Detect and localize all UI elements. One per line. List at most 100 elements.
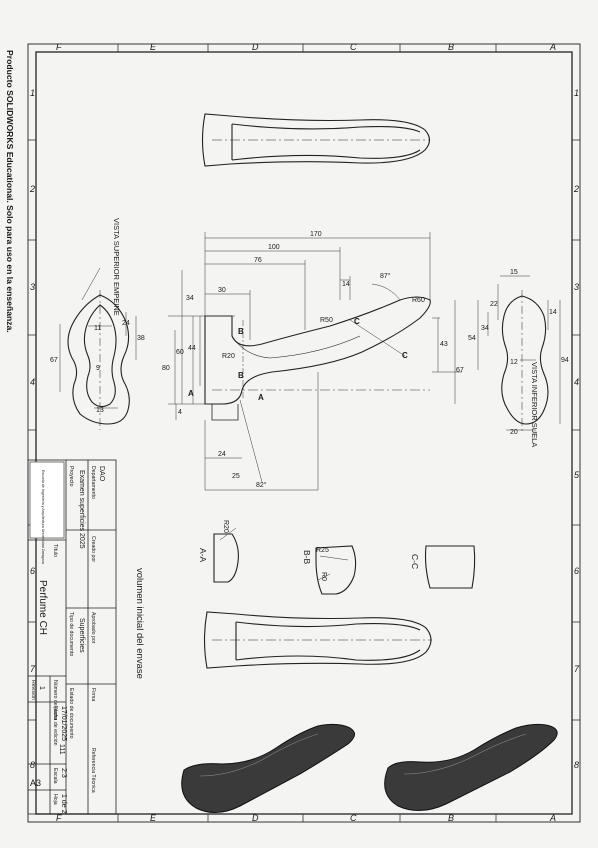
dim-60: 60 [176, 349, 184, 356]
tb-scale: 2:3 [60, 768, 67, 778]
tb-doctype: Superficies [78, 618, 85, 653]
title-block [27, 459, 117, 815]
section-bb-shape [315, 545, 357, 595]
side-dimension-texts: 170 100 76 30 34 44 60 80 14 R50 R20 87°… [162, 231, 464, 489]
dim-76: 76 [254, 257, 262, 264]
tb-docstate-label: Estado de documento [68, 688, 74, 739]
top-view-dim-texts: 11 24 38 9 67 13 [50, 320, 145, 414]
tb-project-label: Proyecto [68, 466, 74, 487]
zone-col-3-left: 3 [30, 282, 35, 292]
zone-row-a-bottom: A [549, 813, 556, 823]
zone-row-f-top: F [56, 42, 62, 52]
top-instep-view [67, 290, 130, 430]
solidworks-watermark: Producto SOLIDWORKS Educational. Solo pa… [5, 50, 15, 333]
rendered-bottles [181, 723, 558, 813]
zone-row-a-top: A [549, 42, 556, 52]
dim-r20: R20 [222, 353, 235, 360]
section-marker-c-top: C [354, 317, 360, 326]
tb-scale-label: Escala [52, 768, 58, 784]
tb-title: Perfume CH [37, 580, 48, 635]
zone-row-b-top: B [448, 42, 454, 52]
dim-87-deg: 87° [380, 272, 391, 280]
zone-col-3-right: 3 [574, 282, 579, 292]
rendered-bottle-2 [384, 723, 558, 811]
dim-80: 80 [162, 365, 170, 372]
zone-row-d-top: D [252, 42, 259, 52]
tb-revision-label: Revisión [30, 680, 36, 700]
outer-frame [27, 43, 581, 823]
section-marker-c-bottom: C [402, 351, 408, 360]
dim-bottom-22: 22 [490, 301, 498, 308]
inner-frame [35, 51, 573, 815]
tb-approved-label: Aprobado por [90, 612, 96, 644]
tb-sheet: 1 de 2 [60, 794, 67, 814]
dim-bottom-14: 14 [549, 309, 557, 316]
dim-section-r0: R0 [320, 572, 327, 581]
rendered-bottle-1 [181, 723, 355, 813]
section-cc-shape [424, 545, 476, 589]
zone-row-e-top: E [150, 42, 157, 52]
zone-col-2-left: 2 [29, 184, 35, 194]
tb-university: Escuela de Ingeniería y Arquitectura Uni… [41, 470, 45, 564]
tb-planno: 111 [58, 744, 65, 755]
zone-row-b-bottom: B [448, 813, 454, 823]
title-block-frame [27, 459, 117, 815]
dim-170: 170 [310, 231, 322, 238]
tb-created-label: Creado por [90, 536, 96, 562]
dim-r50: R50 [320, 317, 333, 324]
section-cc-label: C-C [410, 554, 420, 569]
tb-doctype-label: Tipo de documento [68, 612, 74, 656]
side-dimension-lines [168, 232, 462, 491]
dim-bottom-12: 12 [510, 359, 518, 366]
volume-elevation-view [203, 611, 432, 669]
tb-sheet-label: Hoja [52, 794, 58, 805]
dim-100: 100 [268, 244, 280, 251]
dim-top-24: 24 [122, 320, 130, 327]
dim-top-13: 13 [96, 407, 104, 414]
dim-bottom-54: 54 [468, 335, 476, 342]
bottom-view-dim-texts: 15 22 34 54 14 12 94 20 [468, 269, 569, 436]
dim-bottom-94: 94 [561, 357, 569, 364]
dim-34: 34 [186, 295, 194, 302]
dim-bottom-20: 20 [510, 429, 518, 436]
zone-col-4-right: 4 [574, 377, 579, 387]
section-aa-label: A-A [198, 548, 208, 563]
zone-col-7-right: 7 [574, 664, 580, 674]
zone-col-8-right: 8 [574, 760, 579, 770]
dim-top-38: 38 [137, 335, 145, 342]
zone-row-c-top: C [350, 42, 357, 52]
section-bb-label: B-B [302, 550, 312, 565]
dim-r60: R60 [412, 297, 425, 304]
section-leaders [219, 527, 349, 581]
zone-row-c-bottom: C [350, 813, 357, 823]
dim-30: 30 [218, 287, 226, 294]
zone-col-8-left: 8 [30, 760, 35, 770]
section-marker-a-left: A [188, 389, 194, 398]
dim-25: 25 [232, 473, 240, 480]
zone-col-1-right: 1 [574, 88, 579, 98]
dim-section-r25: R25 [316, 547, 329, 554]
tb-date: 17/01/2025 [60, 706, 67, 741]
tb-date-label: Fecha de edición [52, 706, 58, 746]
zone-col-2-right: 2 [573, 184, 579, 194]
tb-dept: DAO [98, 466, 105, 482]
bottom-view-dim-lines [477, 275, 561, 431]
dim-14: 14 [342, 281, 350, 288]
zone-row-e-bottom: E [150, 813, 157, 823]
zone-col-6-left: 6 [30, 566, 35, 576]
section-aa-shape [213, 533, 239, 583]
bottom-sole-view [501, 290, 549, 432]
tb-sign-label: Firma [90, 688, 96, 701]
section-marker-a-right: A [258, 393, 264, 402]
dim-43: 43 [440, 341, 448, 348]
tb-format: A3 [30, 778, 41, 788]
title-block-labels: Departamento DAO Proyecto Examen superfi… [30, 466, 105, 814]
volume-label: volumen inicial del envase [134, 568, 145, 679]
elevation-view-top [201, 113, 431, 167]
dim-44: 44 [188, 345, 196, 352]
top-view-label: VISTA SUPERIOR EMPEINE [112, 218, 121, 316]
dim-24: 24 [218, 451, 226, 458]
zone-col-4-left: 4 [30, 377, 35, 387]
tb-planno-label: Número de plano [52, 680, 58, 720]
